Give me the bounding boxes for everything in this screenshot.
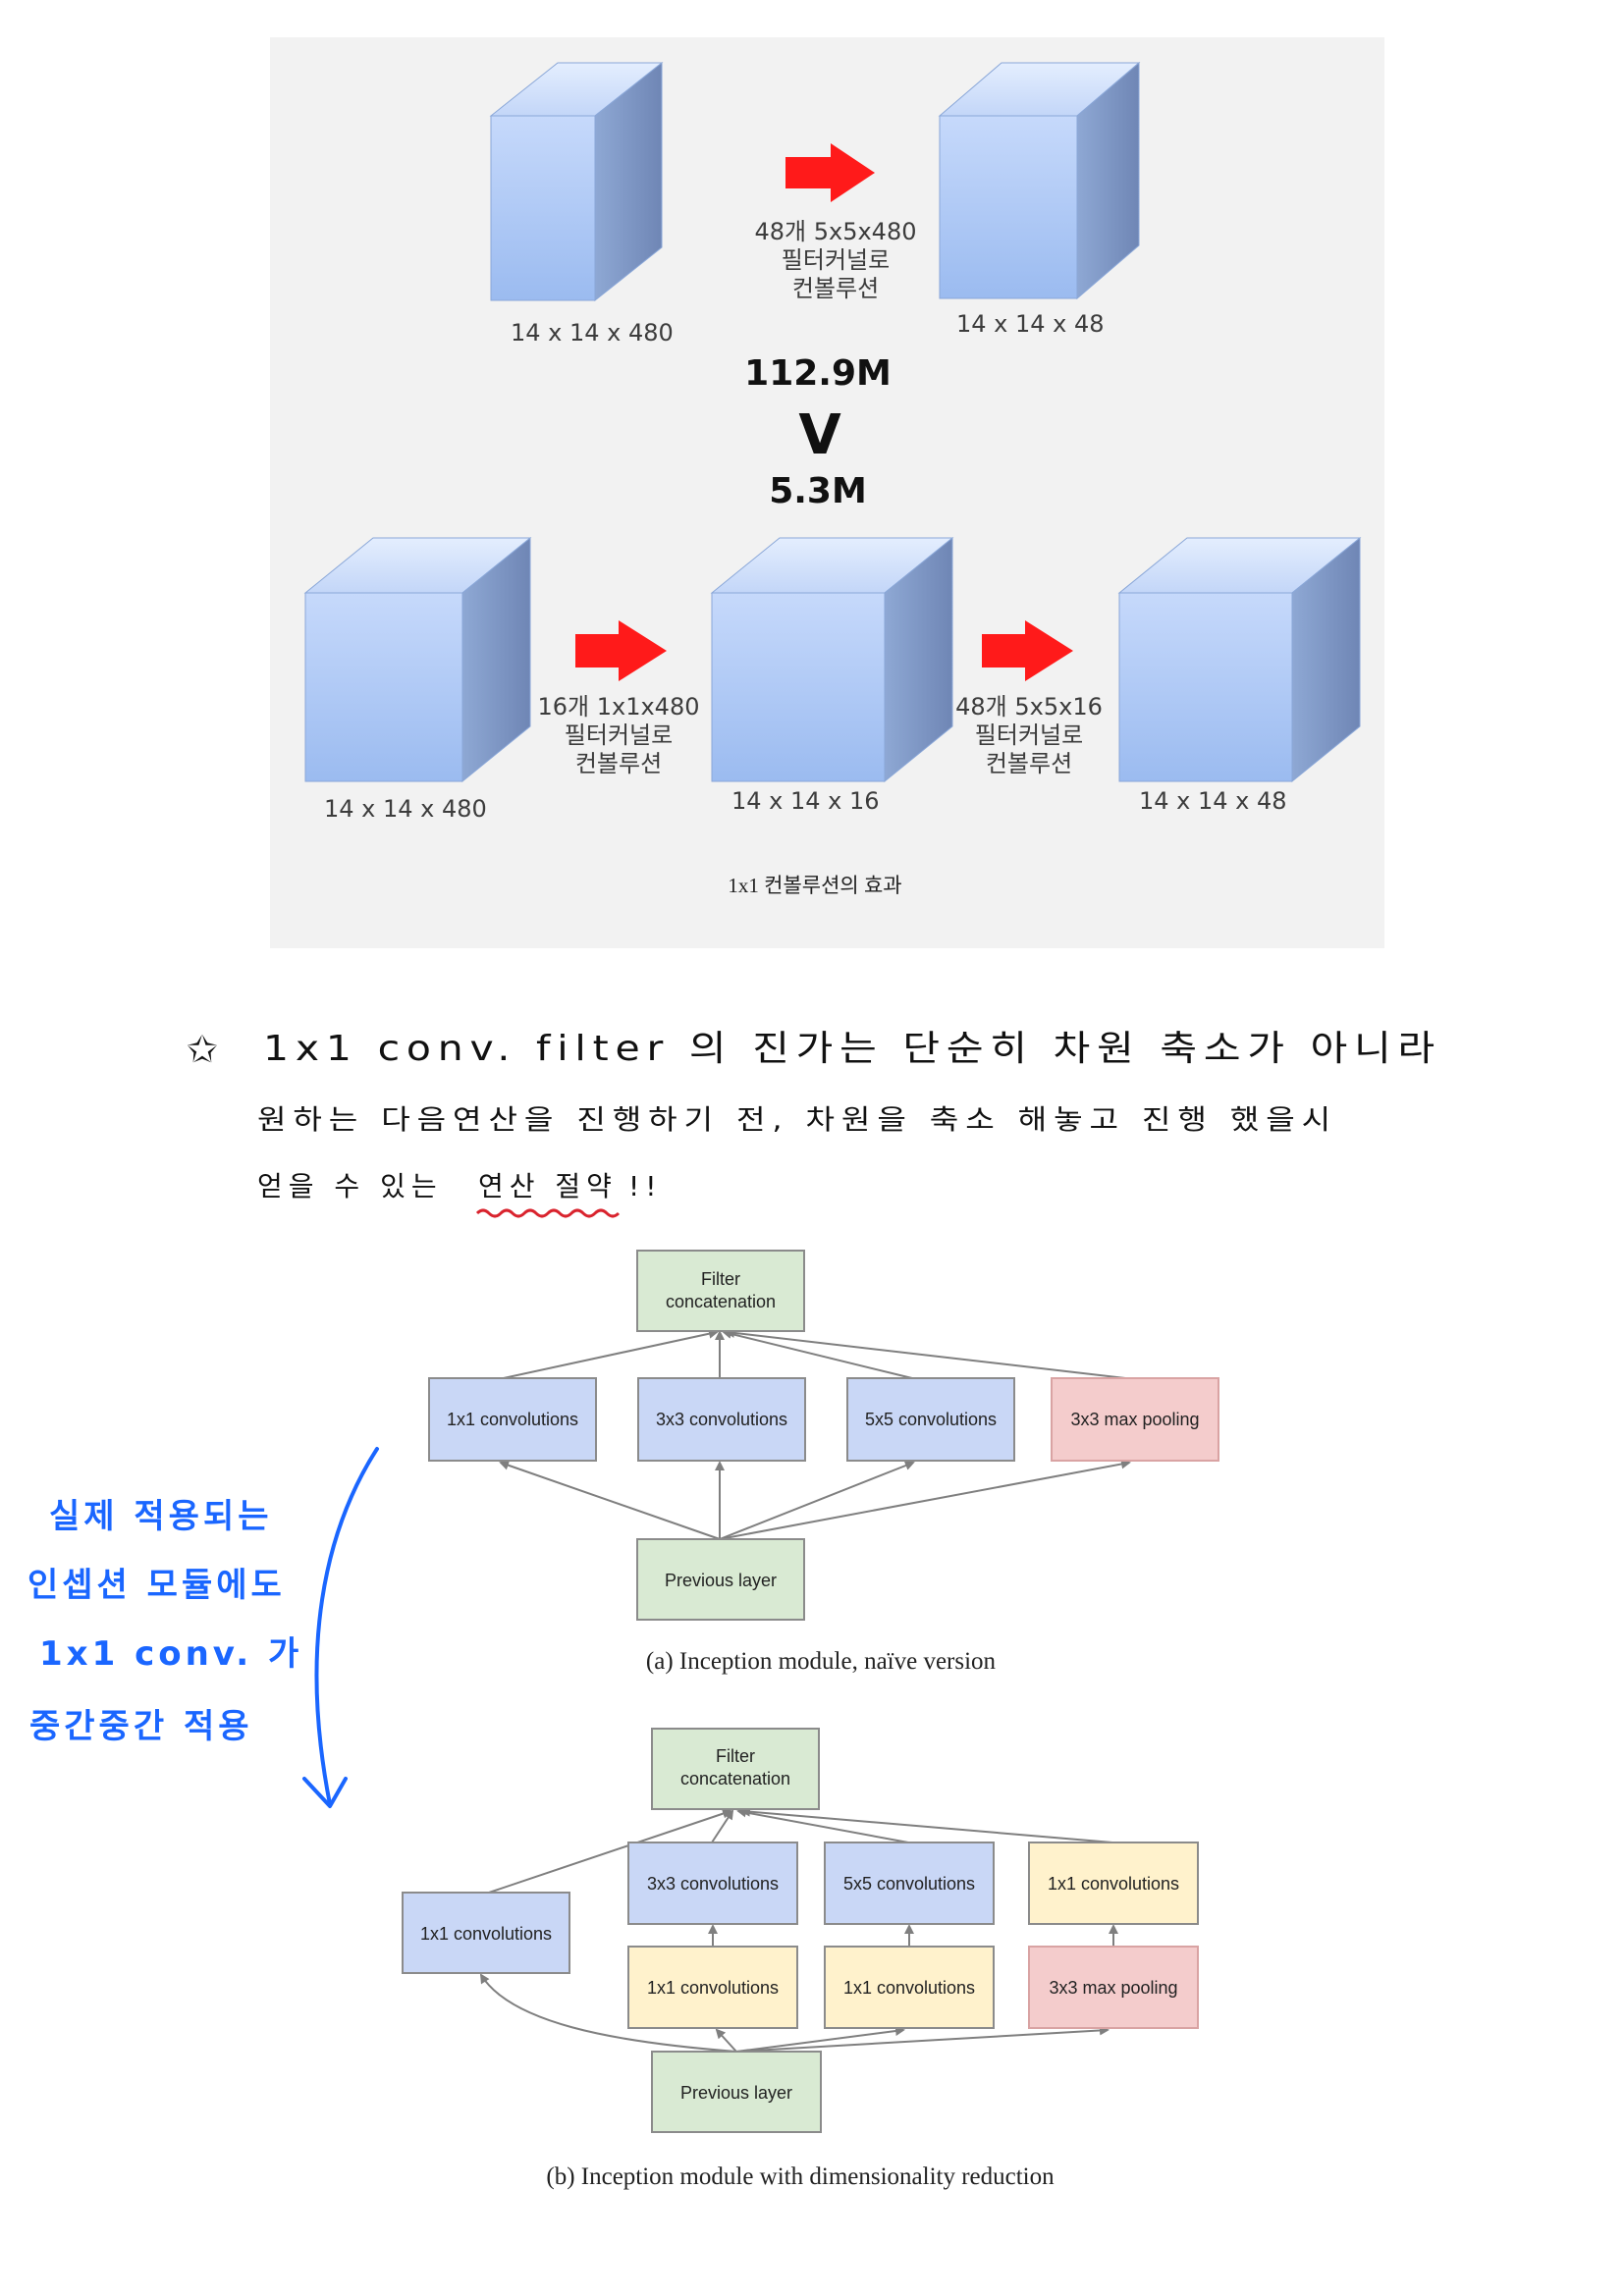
row2-red-arrow-2 bbox=[982, 620, 1073, 681]
b-caption: (b) Inception module with dimensionality… bbox=[546, 2163, 1055, 2190]
b-max-pool-box bbox=[1028, 1946, 1199, 2029]
cube-input-row1 bbox=[489, 61, 664, 302]
edge-a-prev-1x1 bbox=[499, 1460, 721, 1540]
note-line1: 1x1 conv. filter 의 진가는 단순히 차원 축소가 아니라 bbox=[263, 1029, 1441, 1069]
row1-op-line2: 필터커널로 bbox=[782, 246, 890, 274]
side-handwritten-note: 실제 적용되는 인셉션 모듈에도 1x1 conv. 가 중간중간 적용 bbox=[27, 1447, 379, 1808]
b-pool-proj-label: 1x1 convolutions bbox=[1048, 1874, 1179, 1894]
b-3x3-conv-label: 3x3 convolutions bbox=[647, 1874, 779, 1894]
b-filter-concat-line2: concatenation bbox=[680, 1769, 790, 1789]
a-previous-layer-label: Previous layer bbox=[665, 1571, 777, 1590]
b-filter-concat-box bbox=[651, 1728, 820, 1810]
edge-b-1x1-concat bbox=[488, 1808, 732, 1894]
b-reduce-5x5-box bbox=[824, 1946, 995, 2029]
b-3x3-conv-box bbox=[627, 1842, 798, 1925]
row2-red-arrow-1 bbox=[575, 620, 667, 681]
cube-output-row2 bbox=[1117, 536, 1362, 783]
b-previous-layer-label: Previous layer bbox=[680, 2083, 792, 2103]
a-5x5-conv-label: 5x5 convolutions bbox=[865, 1410, 997, 1429]
note-line3-pre: 얻을 수 있는 bbox=[257, 1170, 443, 1202]
side-note-line4: 중간중간 적용 bbox=[29, 1707, 253, 1746]
cube-middle-row2 bbox=[710, 536, 954, 783]
edge-b-prev-reduce3 bbox=[715, 2028, 737, 2053]
edge-a-prev-pool bbox=[719, 1459, 1131, 1540]
note-line2: 원하는 다음연산을 진행하기 전, 차원을 축소 해놓고 진행 했을시 bbox=[257, 1103, 1337, 1136]
conv-effect-figure: 14 x 14 x 480 48개 5x5x480 필터커널로 컨볼루션 14 … bbox=[270, 37, 1384, 948]
cube-output-row1 bbox=[938, 61, 1141, 300]
a-filter-concat-line1: Filter bbox=[701, 1269, 740, 1289]
handwritten-note: ✩ 1x1 conv. filter 의 진가는 단순히 차원 축소가 아니라 … bbox=[187, 1028, 1441, 1218]
b-5x5-conv-box bbox=[824, 1842, 995, 1925]
cube-input-row2 bbox=[303, 536, 532, 783]
figure-caption: 1x1 컨볼루션의 효과 bbox=[728, 874, 901, 897]
row1-op-line3: 컨볼루션 bbox=[792, 275, 879, 302]
a-caption: (a) Inception module, naïve version bbox=[646, 1648, 997, 1675]
cost-reduced: 5.3M bbox=[769, 471, 867, 511]
b-1x1-conv-label: 1x1 convolutions bbox=[420, 1924, 552, 1944]
curved-arrow-head-icon bbox=[302, 1777, 348, 1808]
row2-op2-line2: 필터커널로 bbox=[975, 721, 1083, 749]
b-1x1-conv-box bbox=[402, 1892, 570, 1974]
row1-op-line1: 48개 5x5x480 bbox=[754, 218, 916, 245]
a-3x3-conv-box bbox=[637, 1377, 806, 1462]
emphasis-squiggle-underline bbox=[475, 1208, 621, 1218]
edge-b-poolproj-concat bbox=[740, 1806, 1113, 1843]
row1-red-arrow bbox=[785, 143, 875, 202]
edge-b-3x3-concat bbox=[711, 1809, 734, 1843]
row1-input-label: 14 x 14 x 480 bbox=[511, 319, 674, 347]
curved-arrow-icon bbox=[314, 1447, 379, 1806]
a-max-pool-box bbox=[1051, 1377, 1219, 1462]
note-line3-post: !! bbox=[628, 1170, 662, 1202]
b-reduce-5x5-label: 1x1 convolutions bbox=[843, 1978, 975, 1998]
inception-naive-diagram: Filter concatenation 1x1 convolutions 3x… bbox=[428, 1250, 1219, 1675]
row1-output-label: 14 x 14 x 48 bbox=[956, 310, 1105, 338]
row2-op2-line1: 48개 5x5x16 bbox=[955, 693, 1103, 721]
a-max-pool-label: 3x3 max pooling bbox=[1070, 1410, 1199, 1429]
edge-b-prev-reduce5 bbox=[735, 2026, 905, 2053]
b-reduce-3x3-box bbox=[627, 1946, 798, 2029]
row2-output-label: 14 x 14 x 48 bbox=[1139, 787, 1287, 815]
row2-op2-line3: 컨볼루션 bbox=[986, 750, 1072, 777]
side-note-line3: 1x1 conv. 가 bbox=[39, 1634, 302, 1674]
row2-mid-label: 14 x 14 x 16 bbox=[731, 787, 880, 815]
row2-input-label: 14 x 14 x 480 bbox=[324, 795, 487, 823]
a-1x1-conv-box bbox=[428, 1377, 597, 1462]
edge-b-prev-pool bbox=[735, 2025, 1110, 2053]
row2-op1-line2: 필터커널로 bbox=[565, 721, 673, 749]
side-note-line2: 인셉션 모듈에도 bbox=[27, 1566, 286, 1605]
a-filter-concat-line2: concatenation bbox=[666, 1292, 776, 1311]
figure-panel bbox=[270, 37, 1384, 948]
side-note-line1: 실제 적용되는 bbox=[49, 1497, 273, 1536]
edge-a-pool-concat bbox=[725, 1327, 1135, 1380]
note-line3-emphasis: 연산 절약 bbox=[478, 1170, 618, 1202]
inception-reduction-diagram: Filter concatenation 1x1 convolutions 3x… bbox=[402, 1728, 1199, 2190]
b-5x5-conv-label: 5x5 convolutions bbox=[843, 1874, 975, 1894]
a-1x1-conv-label: 1x1 convolutions bbox=[447, 1410, 578, 1429]
edge-a-1x1-concat bbox=[498, 1328, 719, 1380]
b-max-pool-label: 3x3 max pooling bbox=[1049, 1978, 1177, 1998]
edge-a-prev-5x5 bbox=[719, 1461, 915, 1540]
row2-op1-line3: 컨볼루션 bbox=[575, 750, 662, 777]
edge-b-5x5-concat bbox=[736, 1807, 909, 1843]
a-filter-concat-box bbox=[636, 1250, 805, 1332]
b-filter-concat-line1: Filter bbox=[716, 1746, 755, 1766]
a-previous-layer-box bbox=[636, 1538, 805, 1621]
a-5x5-conv-box bbox=[846, 1377, 1015, 1462]
cost-naive: 112.9M bbox=[744, 353, 892, 394]
cost-compare-sign: V bbox=[798, 403, 841, 467]
edge-a-5x5-concat bbox=[722, 1329, 917, 1380]
b-reduce-3x3-label: 1x1 convolutions bbox=[647, 1978, 779, 1998]
b-previous-layer-box bbox=[651, 2051, 822, 2133]
a-3x3-conv-label: 3x3 convolutions bbox=[656, 1410, 787, 1429]
edge-b-prev-1x1 bbox=[479, 1973, 737, 2053]
row2-op1-line1: 16개 1x1x480 bbox=[537, 693, 699, 721]
b-pool-proj-box bbox=[1028, 1842, 1199, 1925]
star-icon: ✩ bbox=[187, 1028, 224, 1071]
